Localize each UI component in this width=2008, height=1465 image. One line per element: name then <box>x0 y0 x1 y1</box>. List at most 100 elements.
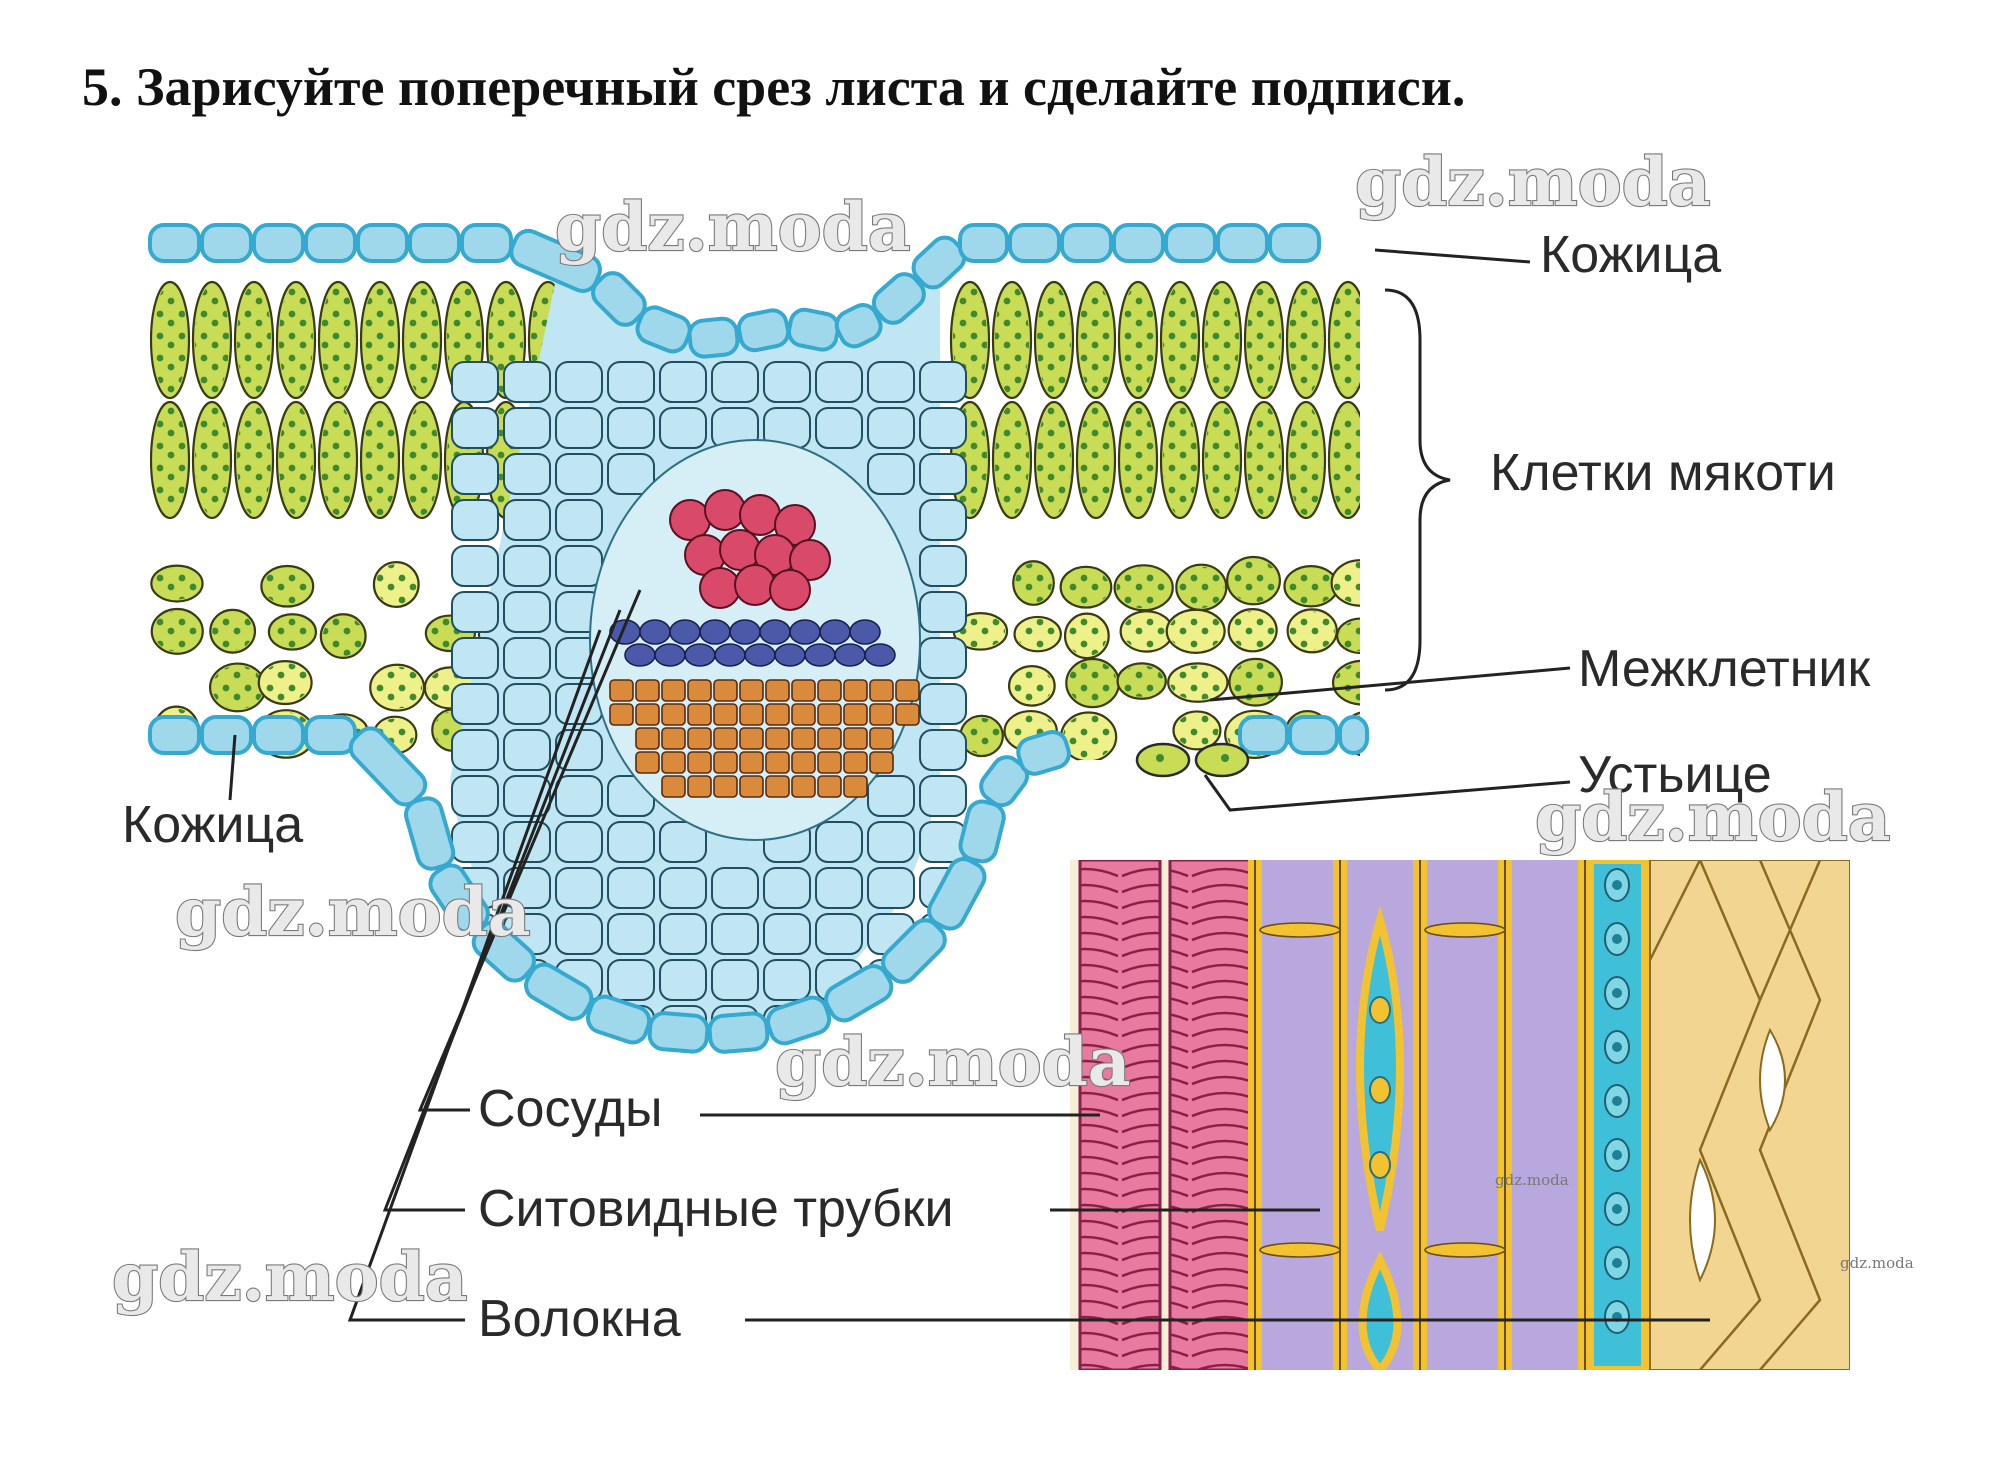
epidermis-cell <box>911 235 967 290</box>
epidermis-cell <box>834 303 883 349</box>
parenchyma-cell <box>867 867 915 909</box>
palisade-cell <box>191 400 233 520</box>
xylem-cell <box>869 751 894 774</box>
epidermis-cell <box>524 962 594 1021</box>
epidermis-cell <box>1338 715 1369 755</box>
parenchyma-cell <box>659 913 707 955</box>
parenchyma-cell <box>711 361 759 403</box>
cambium-cell <box>804 643 836 667</box>
nucleus-dot <box>1612 1150 1622 1160</box>
cambium-cell <box>714 643 746 667</box>
spongy-cell <box>260 564 315 608</box>
xylem-cell <box>791 679 816 702</box>
parenchyma-cell <box>711 959 759 1001</box>
spongy-cell <box>150 607 204 655</box>
xylem-cells <box>609 679 920 798</box>
parenchyma-cell <box>659 361 707 403</box>
lower-epidermis <box>148 715 1369 1054</box>
cambium-cell <box>729 619 761 645</box>
epidermis-cell <box>786 307 841 352</box>
spongy-cell <box>1063 612 1110 660</box>
cambium-cell <box>774 643 806 667</box>
xylem-cell <box>713 703 738 726</box>
palisade-cell <box>233 400 275 520</box>
parenchyma-cell <box>607 453 655 495</box>
xylem-cell <box>609 679 634 702</box>
nucleus-dot <box>1612 1258 1622 1268</box>
palisade-cell <box>275 400 317 520</box>
spongy-cell <box>1330 559 1360 607</box>
nucleus-dot <box>1612 880 1622 890</box>
leader-lines <box>228 248 1710 1322</box>
spongy-cell <box>1065 657 1120 709</box>
spongy-cell <box>1013 615 1062 653</box>
xylem-cell <box>635 727 660 750</box>
parenchyma-cell <box>503 361 551 403</box>
palisade-cell <box>359 280 401 400</box>
cambium-cell <box>759 619 791 645</box>
parenchyma-cell <box>451 775 499 817</box>
parenchyma-cell <box>503 1005 551 1040</box>
nucleus-dot <box>1612 934 1622 944</box>
midrib-cells <box>451 361 967 1040</box>
palisade-cell <box>1243 400 1285 520</box>
parenchyma-cell <box>867 821 915 863</box>
xylem-cell <box>843 727 868 750</box>
xylem-cell <box>661 703 686 726</box>
parenchyma-cell <box>711 913 759 955</box>
palisade-cell <box>1033 280 1075 400</box>
parenchyma-cell <box>919 499 967 541</box>
spongy-cell <box>1012 560 1055 606</box>
parenchyma-cell <box>451 1005 499 1040</box>
parenchyma-cell <box>503 407 551 449</box>
epidermis-cell <box>687 316 740 359</box>
xylem-cell <box>687 727 712 750</box>
epidermis-cell <box>1216 223 1269 263</box>
vascular-bundle <box>589 439 921 841</box>
spongy-cell <box>1172 710 1222 751</box>
epidermis-cell <box>586 994 652 1045</box>
spongy-cell <box>1226 555 1281 606</box>
parenchyma-cell <box>503 591 551 633</box>
parenchyma-cell <box>451 453 499 495</box>
cambium-cell <box>669 619 701 645</box>
xylem-cell <box>635 751 660 774</box>
parenchyma-cell <box>451 729 499 771</box>
xylem-cell <box>661 775 686 798</box>
spongy-cell <box>1331 659 1360 706</box>
spongy-cell <box>1283 565 1339 608</box>
xylem-cell <box>817 703 842 726</box>
xylem-cell <box>765 727 790 750</box>
parenchyma-cell <box>867 775 915 817</box>
spongy-cell <box>1119 610 1174 653</box>
epidermis-cell <box>1164 223 1217 263</box>
xylem-cell <box>609 703 634 726</box>
cambium-cell <box>789 619 821 645</box>
xylem-cell <box>791 751 816 774</box>
xylem-cell <box>869 703 894 726</box>
epidermis-cell <box>958 799 1006 864</box>
epidermis-cell <box>871 272 926 325</box>
palisade-cell <box>359 400 401 520</box>
watermark-small-2: gdz.moda <box>1840 1254 1914 1272</box>
parenchyma-cell <box>503 545 551 587</box>
spongy-cell <box>1286 608 1338 654</box>
spongy-cell <box>319 613 367 659</box>
parenchyma-cell <box>711 867 759 909</box>
cambium-cell <box>699 619 731 645</box>
xylem-cell <box>739 703 764 726</box>
palisade-cell <box>317 400 359 520</box>
parenchyma-cell <box>451 637 499 679</box>
spongy-cell <box>1175 563 1228 612</box>
parenchyma-cell <box>919 683 967 725</box>
phloem-cell <box>699 567 741 609</box>
parenchyma-cell <box>919 407 967 449</box>
parenchyma-cell <box>607 959 655 1001</box>
xylem-cell <box>635 703 660 726</box>
spongy-cell <box>1116 662 1167 700</box>
parenchyma-cell <box>555 545 603 587</box>
label-mesophyll: Клетки мякоти <box>1490 444 1836 502</box>
xylem-cell <box>843 751 868 774</box>
parenchyma-cell <box>451 683 499 725</box>
xylem-cell <box>843 703 868 726</box>
